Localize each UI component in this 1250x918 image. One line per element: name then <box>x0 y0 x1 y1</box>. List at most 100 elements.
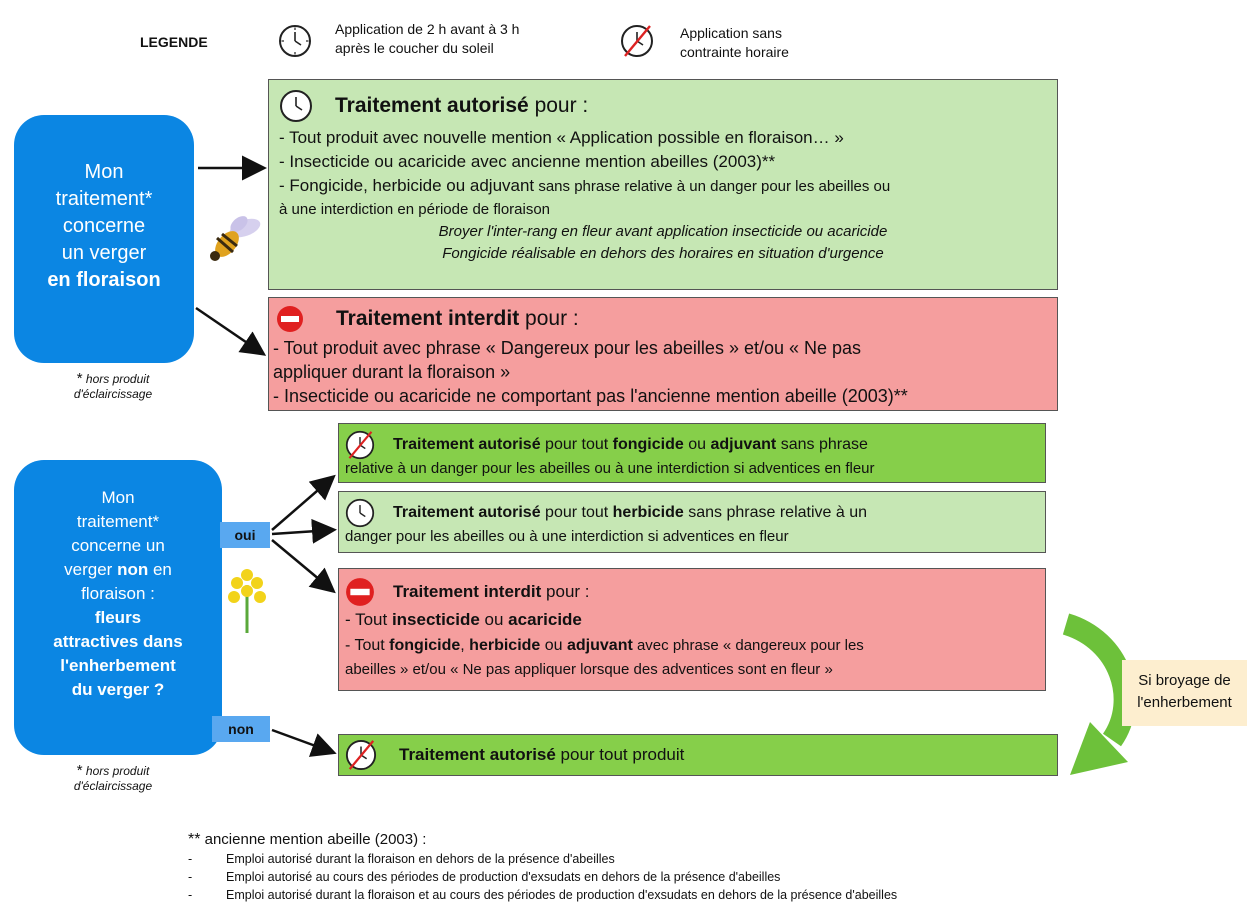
footer-item-3-text: Emploi autorisé durant la floraison et a… <box>226 888 898 902</box>
flowering-footnote-star: * <box>76 370 83 387</box>
nf-footnote-star: * <box>76 762 83 779</box>
flowering-q-line1: Mon <box>84 161 124 183</box>
footer-title-text: ancienne mention abeille (2003) : <box>200 831 427 848</box>
fongicide-line2: relative à un danger pour les abeilles o… <box>345 460 875 477</box>
allowed-flowering-title-rest: pour : <box>528 94 589 117</box>
forbidden-flowering-title-bold: Traitement interdit <box>336 307 520 330</box>
nf-q-line3: concerne un <box>71 536 165 555</box>
forbidden-flowering-box: Traitement interdit pour : - Tout produi… <box>268 297 1058 411</box>
clock-crossed-icon <box>345 739 377 771</box>
legend-no-time-line2: contrainte horaire <box>680 44 789 60</box>
flowering-q-line3: concerne <box>62 215 146 237</box>
all-products-allowed-box: Traitement autorisé pour tout produit <box>338 734 1058 776</box>
clock-crossed-icon <box>621 25 653 57</box>
arrow-to-forbidden <box>195 306 267 356</box>
herbicide-line2: danger pour les abeilles ou à une interd… <box>345 528 789 545</box>
nf-footnote-line2: d'éclaircissage <box>73 779 153 793</box>
footer-dash-2: - <box>188 870 193 884</box>
mowing-arrow-head <box>1070 722 1128 775</box>
arrow-oui-forbidden <box>271 539 336 594</box>
allowed-flowering-italic1: Broyer l'inter-rang en fleur avant appli… <box>438 223 888 240</box>
herbicide-b1: Traitement autorisé <box>393 504 541 521</box>
allowed-flowering-italic2: Fongicide réalisable en dehors des horai… <box>442 245 884 262</box>
yes-tag: oui <box>220 522 270 548</box>
mowing-note-line2: l'enherbement <box>1137 694 1232 711</box>
herbicide-allowed-box: Traitement autorisé pour tout herbicide … <box>338 491 1046 553</box>
forbidden2-line1: - Tout insecticide ou acaricide <box>345 607 1039 633</box>
footer-title: ** ancienne mention abeille (2003) : <box>188 830 1238 850</box>
nf-q-line6: fleurs <box>94 608 142 627</box>
herbicide-line1: Traitement autorisé pour tout herbicide … <box>393 504 867 522</box>
nf-footnote-line1: hors produit <box>85 764 150 778</box>
clock-icon <box>280 90 312 122</box>
mowing-note-line1: Si broyage de <box>1138 672 1231 689</box>
forbidden2-l2f: adjuvant <box>567 637 633 654</box>
herbicide-t1: pour tout <box>540 504 613 521</box>
allowed-flowering-box: Traitement autorisé pour : - Tout produi… <box>268 79 1058 290</box>
no-entry-icon <box>346 578 374 606</box>
flowering-footnote-line1: hors produit <box>85 372 150 386</box>
forbidden2-l2c: , <box>460 637 470 654</box>
flowering-q-line4: un verger <box>61 242 147 264</box>
clock-crossed-icon <box>345 430 375 460</box>
footer-item-2-text: Emploi autorisé au cours des périodes de… <box>226 870 781 884</box>
fongicide-t2: ou <box>683 436 711 453</box>
footer-title-stars: ** <box>188 831 201 848</box>
forbidden2-line3: abeilles » et/ou « Ne pas appliquer lors… <box>345 661 833 678</box>
footer-notes: ** ancienne mention abeille (2003) : - Em… <box>188 830 1238 904</box>
fongicide-b2: fongicide <box>612 436 684 453</box>
flowering-q-line2: traitement* <box>55 188 153 210</box>
legend-no-time-line1: Application sans <box>680 25 782 41</box>
legend-with-time-line1: Application de 2 h avant à 3 h <box>335 21 520 37</box>
allowed-flowering-line1: - Tout produit avec nouvelle mention « A… <box>279 128 844 147</box>
footer-item-1-text: Emploi autorisé durant la floraison en d… <box>226 852 615 866</box>
forbidden-flowering-title: Traitement interdit pour : <box>336 307 579 331</box>
legend-with-time-text: Application de 2 h avant à 3 h après le … <box>335 20 519 58</box>
no-tag: non <box>212 716 270 742</box>
forbidden2-l1d: acaricide <box>508 610 582 629</box>
flower-icon <box>228 569 266 633</box>
forbidden2-title-rest: pour : <box>541 582 590 601</box>
forbidden-flowering-line2: appliquer durant la floraison » <box>273 362 511 382</box>
nf-q-line4a: verger <box>64 560 118 579</box>
clock-icon <box>345 498 375 528</box>
allowed-flowering-line3-main: - Fongicide, herbicide ou adjuvant <box>279 176 535 195</box>
nf-q-line4c: en <box>148 560 172 579</box>
mowing-note: Si broyage de l'enherbement <box>1122 660 1247 726</box>
legend-no-time-text: Application sans contrainte horaire <box>680 24 789 62</box>
flowering-footnote: * hors produit d'éclaircissage <box>48 370 178 401</box>
forbidden-flowering-line1: - Tout produit avec phrase « Dangereux p… <box>273 338 862 358</box>
forbidden-nonflowering-box: Traitement interdit pour : - Tout insect… <box>338 568 1046 691</box>
nf-footnote: * hors produit d'éclaircissage <box>48 762 178 793</box>
footer-item-3: - Emploi autorisé durant la floraison et … <box>188 886 1238 904</box>
fongicide-b3: adjuvant <box>710 436 777 453</box>
nf-q-line7: attractives dans <box>53 632 183 651</box>
all-products-text: Traitement autorisé pour tout produit <box>399 745 684 765</box>
fongicide-line1: Traitement autorisé pour tout fongicide … <box>393 436 868 454</box>
allowed-flowering-line2: - Insecticide ou acaricide avec ancienne… <box>279 152 776 171</box>
fongicide-b1: Traitement autorisé <box>393 436 541 453</box>
nf-q-line9: du verger ? <box>71 680 165 699</box>
flowering-question-box: Mon traitement* concerne un verger en fl… <box>14 115 194 363</box>
forbidden2-l1a: - Tout <box>345 610 392 629</box>
nf-q-line1: Mon <box>101 488 135 507</box>
footer-dash-3: - <box>188 888 193 902</box>
fongicide-allowed-box: Traitement autorisé pour tout fongicide … <box>338 423 1046 483</box>
fongicide-t3: sans phrase <box>776 436 868 453</box>
forbidden2-l2d: herbicide <box>469 637 541 654</box>
forbidden2-l2g: avec phrase « dangereux pour les <box>632 637 864 654</box>
flowering-q-line5: en floraison <box>47 269 161 291</box>
bee-icon <box>210 216 261 261</box>
allowed-flowering-line4: à une interdiction en période de florais… <box>279 201 551 218</box>
nf-q-line8: l'enherbement <box>60 656 176 675</box>
forbidden-flowering-line3: - Insecticide ou acaricide ne comportant… <box>273 386 908 406</box>
legend-title: LEGENDE <box>140 34 208 50</box>
forbidden-flowering-title-rest: pour : <box>519 307 579 330</box>
nf-q-line2: traitement* <box>76 512 160 531</box>
forbidden2-l2e: ou <box>540 637 567 654</box>
legend-with-time-line2: après le coucher du soleil <box>335 40 494 56</box>
forbidden2-l1c: ou <box>479 610 509 629</box>
flowering-footnote-line2: d'éclaircissage <box>73 387 153 401</box>
clock-icon <box>279 25 311 57</box>
